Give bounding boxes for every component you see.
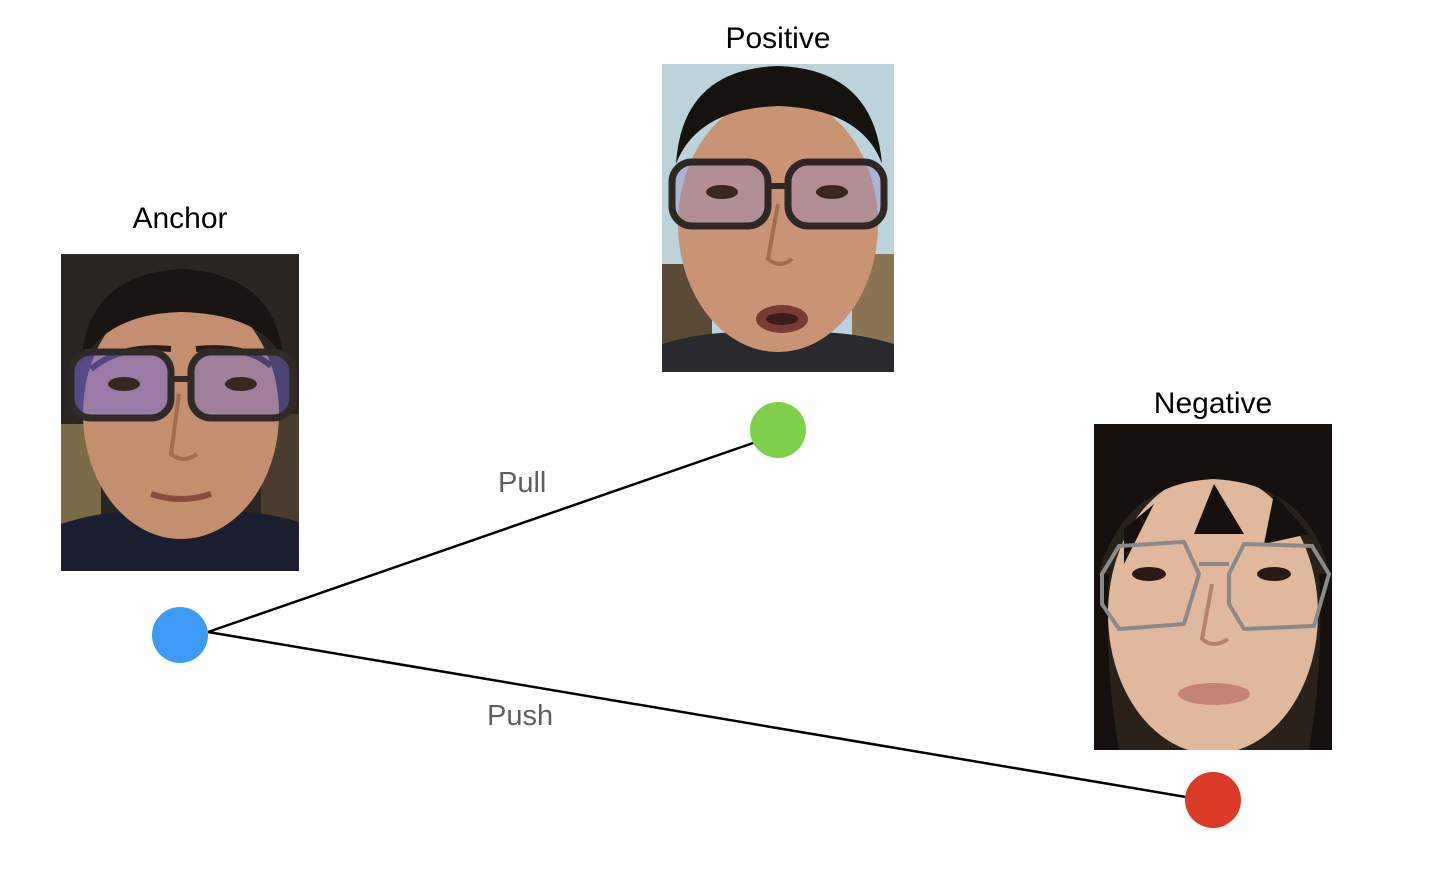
push-edge-line [207, 630, 1187, 799]
pull-label: Pull [498, 467, 547, 499]
negative-face-photo [1094, 424, 1332, 750]
anchor-face-photo [61, 254, 299, 571]
push-label: Push [487, 700, 554, 732]
positive-face-photo [662, 64, 894, 372]
anchor-node [152, 607, 208, 663]
positive-title: Positive [725, 22, 831, 55]
positive-node [750, 402, 806, 458]
pull-edge-line [207, 440, 757, 634]
negative-node [1185, 772, 1241, 828]
anchor-title: Anchor [132, 202, 228, 235]
negative-title: Negative [1153, 387, 1273, 420]
